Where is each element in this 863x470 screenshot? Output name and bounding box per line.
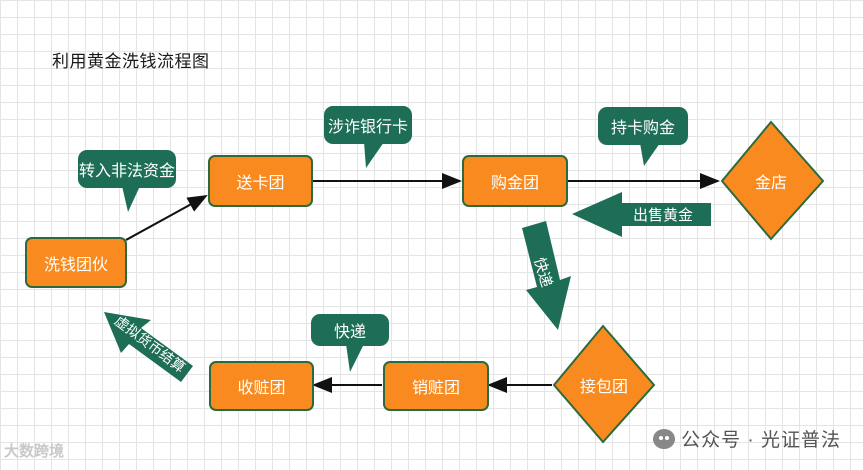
gold-shop-diamond bbox=[720, 120, 825, 241]
callout-fraud-card-shape bbox=[324, 106, 412, 168]
callout-express-bottom: 快递 bbox=[333, 324, 366, 341]
callout-card-buy-gold-shape bbox=[598, 107, 688, 166]
node-collect-team: 收赃团 bbox=[209, 361, 314, 411]
node-gold-shop: 金店 bbox=[754, 175, 787, 192]
node-receive-team: 接包团 bbox=[579, 379, 628, 396]
callout-illegal-funds: 转入非法资金 bbox=[78, 163, 175, 180]
corner-watermark: 大数跨境 bbox=[4, 443, 65, 460]
diagram-title: 利用黄金洗钱流程图 bbox=[52, 52, 210, 71]
block-arrow-sell-gold bbox=[572, 192, 711, 237]
block-arrow-crypto-settle bbox=[104, 312, 193, 382]
callout-illegal-funds-shape bbox=[78, 150, 176, 212]
node-laundering-gang: 洗钱团伙 bbox=[25, 237, 127, 288]
block-arrow-express-down bbox=[522, 221, 571, 330]
watermark-text: 公众号 · 光证普法 bbox=[681, 430, 841, 451]
callout-fraud-card: 涉诈银行卡 bbox=[327, 119, 408, 136]
arrow-label-sell-gold: 出售黄金 bbox=[632, 207, 693, 224]
node-fence-team: 销赃团 bbox=[383, 361, 489, 411]
wechat-icon bbox=[653, 428, 676, 449]
node-gold-buy-team: 购金团 bbox=[462, 155, 568, 207]
callout-express-bottom-shape bbox=[311, 314, 389, 372]
edge-gang-to-card bbox=[125, 195, 208, 241]
callout-card-buy-gold: 持卡购金 bbox=[610, 120, 675, 137]
node-card-team: 送卡团 bbox=[208, 155, 313, 207]
receive-team-diamond bbox=[552, 324, 656, 444]
wechat-watermark: 公众号 · 光证普法 bbox=[653, 425, 841, 452]
